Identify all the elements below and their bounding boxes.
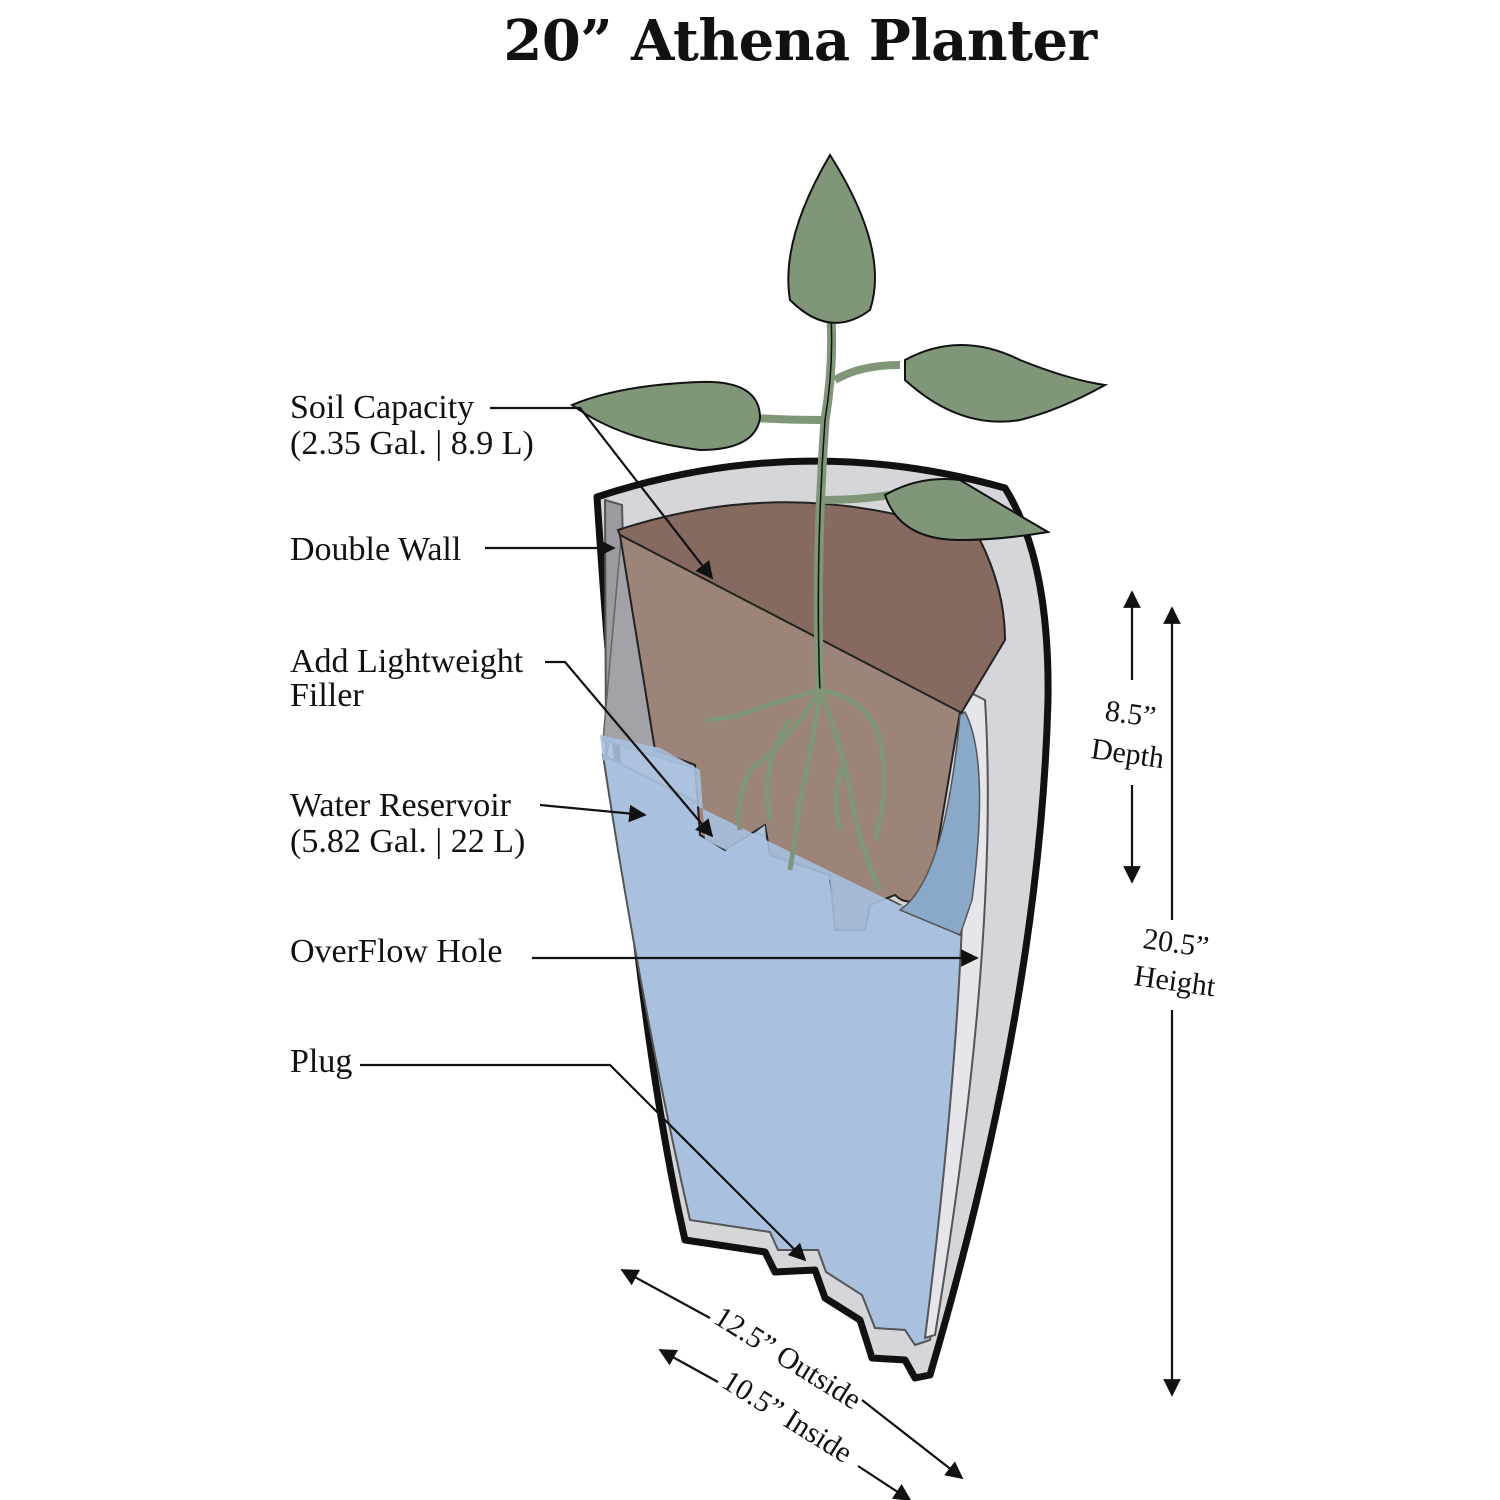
inside-arrow-right	[857, 1465, 912, 1500]
outside-arrow-left	[620, 1269, 711, 1319]
height-value: 20.5”	[1141, 922, 1211, 964]
plug-leader	[360, 1063, 807, 1262]
water-reservoir-label: Water Reservoir	[290, 787, 512, 824]
depth-label: Depth	[1089, 732, 1166, 775]
soil-capacity-leader	[490, 406, 714, 580]
branch-right	[832, 361, 901, 384]
branch-left	[754, 414, 823, 424]
callout-lines	[360, 406, 979, 1262]
overflow-hole-label: OverFlow Hole	[290, 933, 502, 970]
roots	[704, 687, 887, 892]
height-label: Height	[1132, 959, 1218, 1003]
leaf-left	[569, 380, 762, 452]
leaf-right	[904, 344, 1109, 423]
filler-label-line1: Add Lightweight	[290, 643, 524, 680]
leaf-low	[883, 478, 1051, 542]
outside-arrow-right	[861, 1399, 964, 1480]
water-reservoir-value: (5.82 Gal. | 22 L)	[290, 823, 525, 860]
soil-capacity-value: (2.35 Gal. | 8.9 L)	[290, 425, 534, 462]
plant	[569, 153, 1109, 892]
filler-leader	[545, 660, 714, 838]
leaf-top	[787, 153, 876, 324]
filler-label-line2: Filler	[290, 677, 364, 714]
depth-value: 8.5”	[1103, 694, 1158, 734]
plug-label: Plug	[290, 1043, 352, 1080]
dimensions	[620, 590, 1181, 1500]
water-reservoir-leader	[539, 803, 647, 823]
inside-arrow-left	[658, 1349, 719, 1383]
soil-capacity-label: Soil Capacity	[290, 389, 474, 426]
page-title: 20” Athena Planter	[503, 8, 1097, 74]
callouts: Soil Capacity (2.35 Gal. | 8.9 L) Double…	[290, 389, 534, 1080]
double-wall-label: Double Wall	[290, 531, 461, 568]
